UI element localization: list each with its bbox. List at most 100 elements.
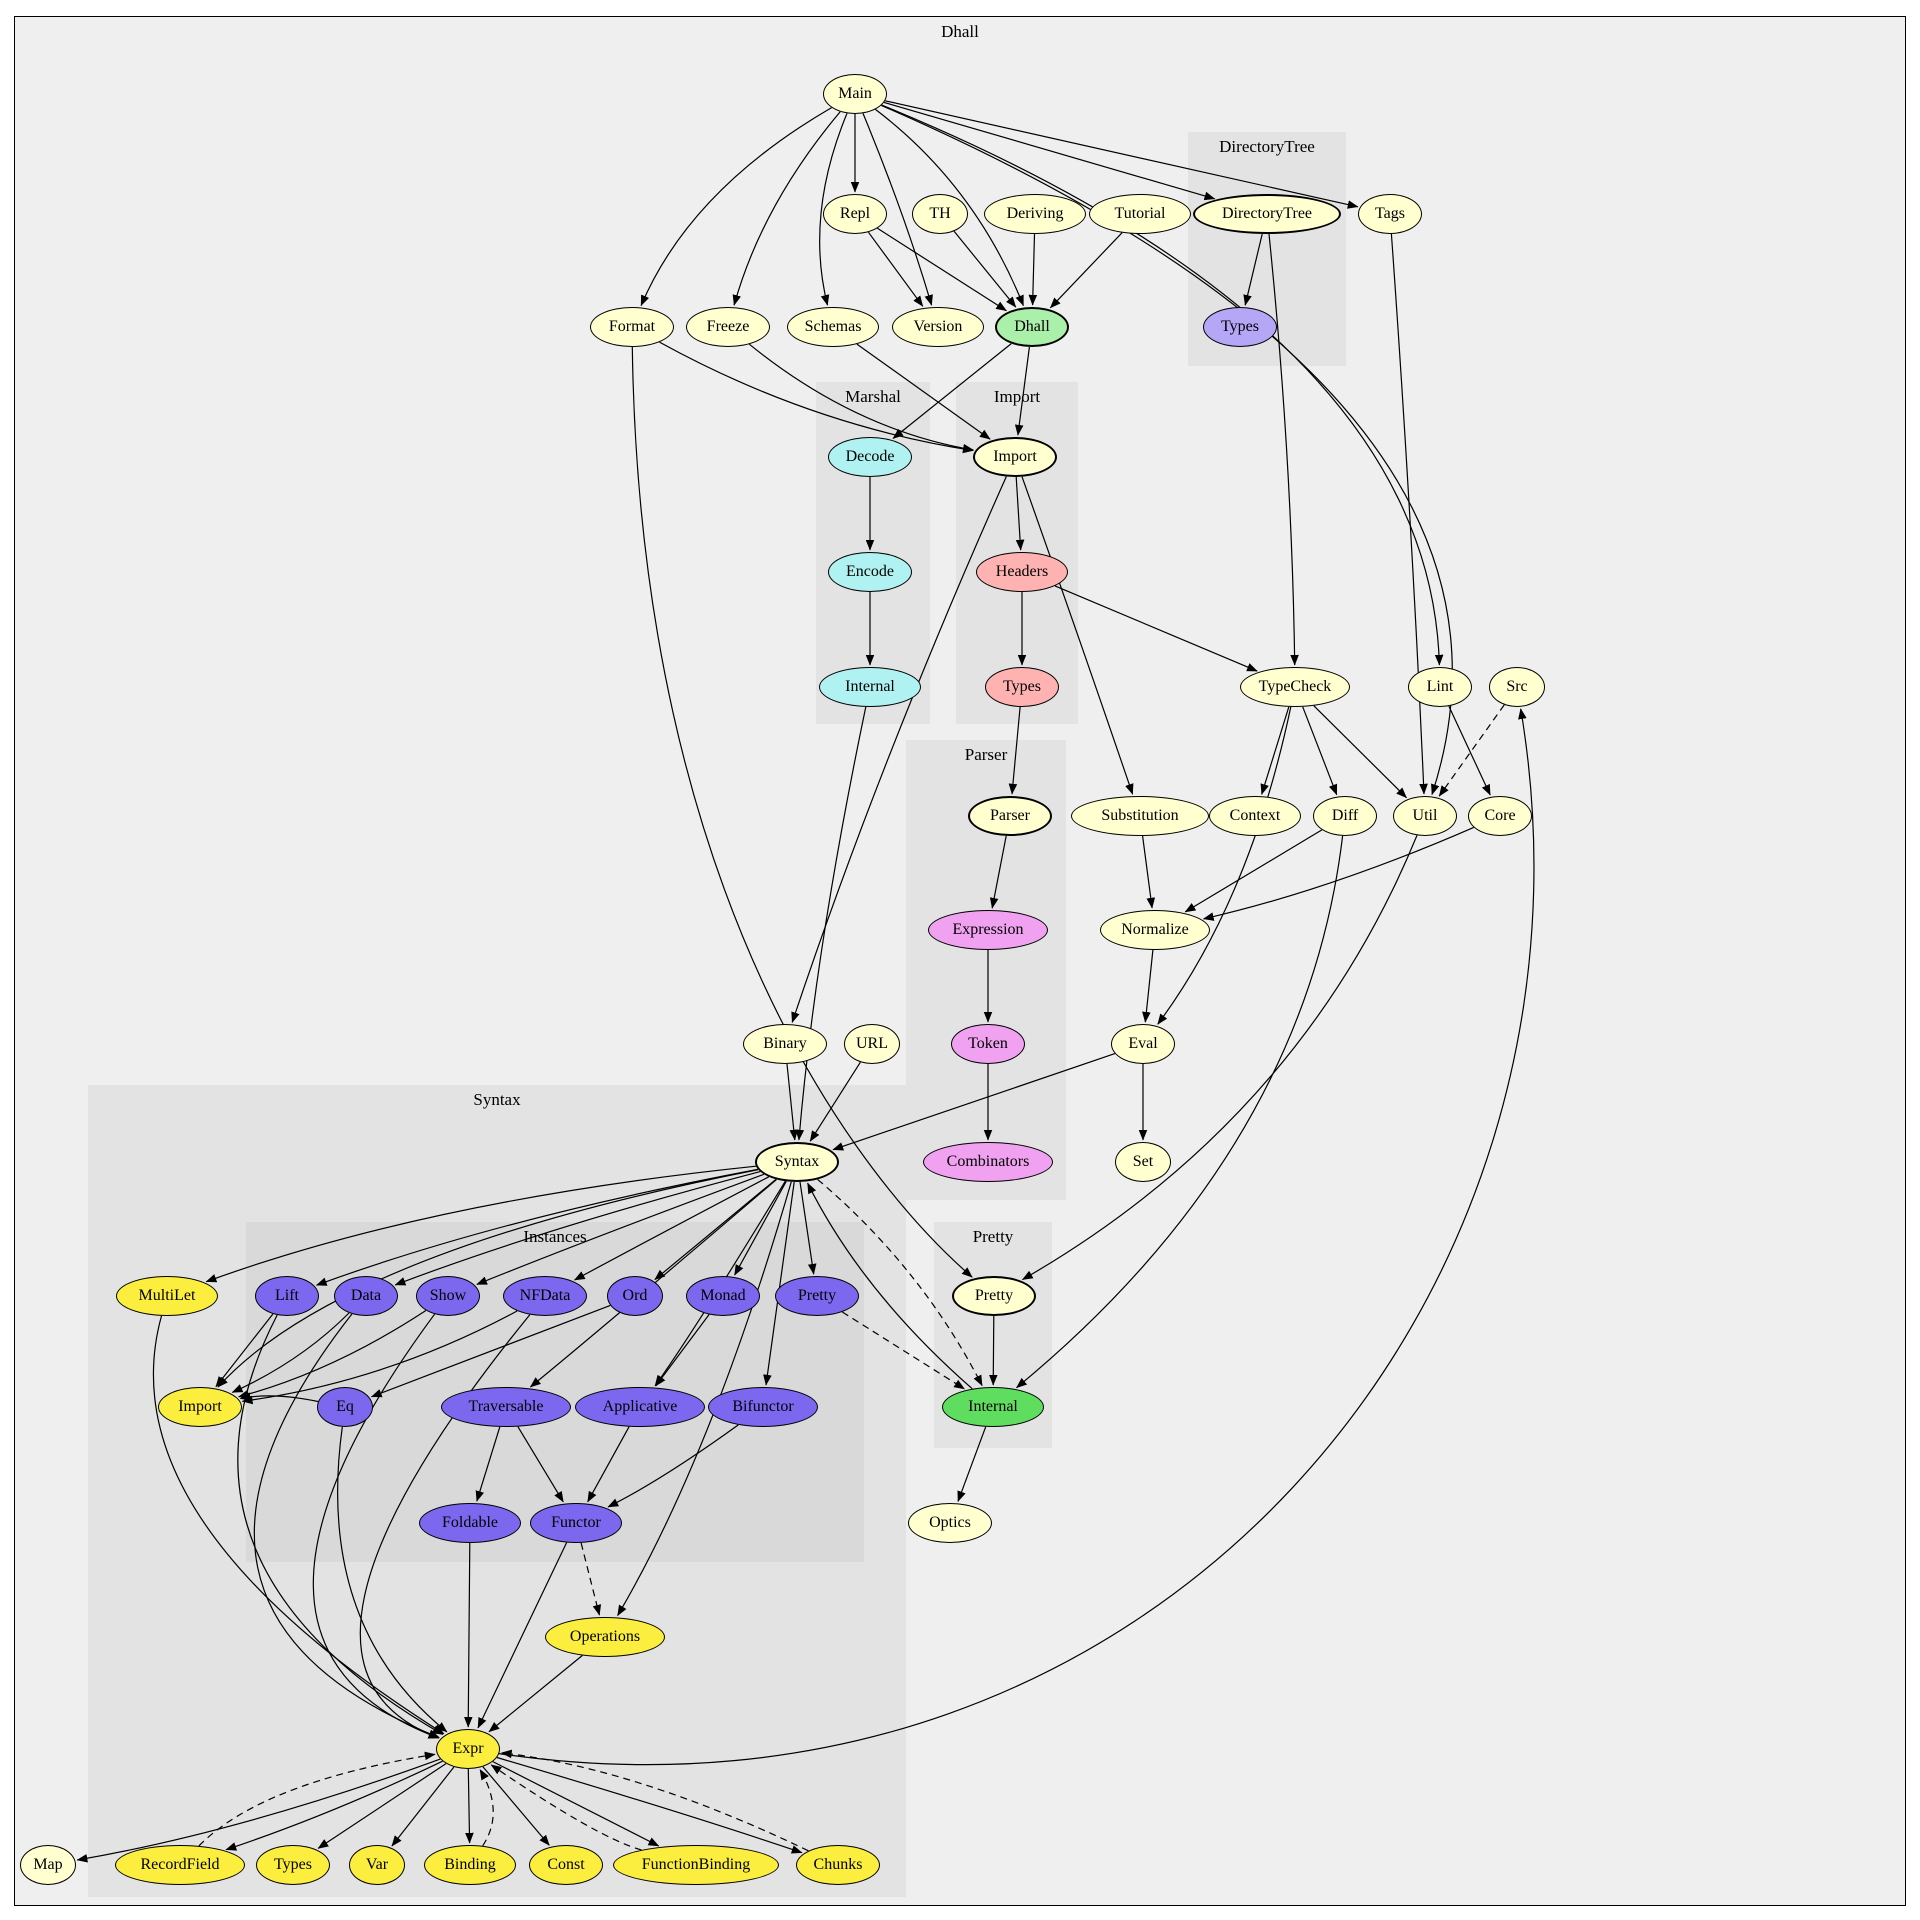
node-Const: Const	[529, 1845, 603, 1885]
node-OrdI: Ord	[607, 1276, 663, 1316]
node-Substitution: Substitution	[1071, 796, 1209, 836]
edge-Expr-Var	[391, 1766, 455, 1847]
node-Expr: Expr	[436, 1729, 500, 1769]
edge-ImportTop-Headers	[1015, 476, 1025, 551]
edge-TypeCheck-Eval	[1157, 706, 1292, 1025]
node-BifunctorI: Bifunctor	[708, 1387, 818, 1427]
edge-Binary-Syntax	[786, 1063, 799, 1141]
edge-InternalP-Syntax	[807, 1182, 973, 1390]
edge-MonadI-ApplicativeI	[655, 1314, 710, 1387]
edge-Freeze-ImportTop	[748, 343, 974, 453]
edge-Normalize-Eval	[1142, 949, 1154, 1023]
cluster-label-marshal: Marshal	[845, 387, 901, 406]
cluster-label-directorytree: DirectoryTree	[1219, 137, 1315, 156]
node-Chunks: Chunks	[796, 1845, 880, 1885]
edge-Syntax-DataI	[394, 1171, 761, 1286]
edge-TypeCheck-Util	[1313, 705, 1407, 799]
edge-URL-Syntax	[809, 1061, 861, 1142]
node-Context: Context	[1209, 796, 1301, 836]
node-EqI: Eq	[317, 1387, 373, 1427]
node-RecordField: RecordField	[115, 1845, 245, 1885]
node-Tutorial: Tutorial	[1089, 194, 1191, 234]
edge-TH-Dhall	[953, 230, 1017, 308]
node-InternalM: Internal	[819, 667, 921, 707]
edge-ApplicativeI-FunctorI	[587, 1426, 630, 1503]
cluster-label-pretty: Pretty	[972, 1227, 1014, 1246]
edge-InternalM-Syntax	[795, 706, 867, 1141]
edge-DirectoryTree-TypesDT	[1243, 233, 1263, 306]
node-Format: Format	[590, 307, 674, 347]
node-PrettyB: Pretty	[952, 1276, 1036, 1316]
node-Parser: Parser	[968, 796, 1052, 836]
node-Dhall: Dhall	[995, 307, 1069, 347]
edge-FunctionBinding-Expr	[490, 1764, 642, 1851]
edge-Diff-Normalize	[1184, 829, 1323, 913]
edge-Syntax-OrdI	[654, 1178, 777, 1281]
cluster-label-dhall: Dhall	[941, 22, 979, 41]
edge-Expr-FunctionBinding	[492, 1761, 660, 1847]
edge-Syntax-MultiLet	[205, 1165, 757, 1283]
node-TypesI: Types	[985, 667, 1059, 707]
edge-TypeCheck-Diff	[1302, 706, 1338, 796]
edge-Substitution-Normalize	[1142, 835, 1156, 909]
node-Decode: Decode	[828, 437, 912, 477]
edge-Main-Freeze	[732, 111, 841, 306]
edge-Chunks-Expr	[500, 1749, 809, 1852]
edge-PrettyI-InternalP	[841, 1311, 965, 1390]
node-Set: Set	[1115, 1142, 1171, 1182]
node-Token: Token	[951, 1024, 1025, 1064]
cluster-label-syntax: Syntax	[473, 1090, 521, 1109]
node-Main: Main	[823, 74, 887, 114]
edge-Expr-RecordField	[225, 1760, 443, 1851]
node-MonadI: Monad	[686, 1276, 760, 1316]
edge-TraversableI-FunctorI	[517, 1426, 564, 1503]
edge-Main-DirectoryTree	[883, 101, 1216, 201]
edge-TraversableI-FoldableI	[475, 1426, 501, 1502]
node-MultiLet: MultiLet	[116, 1276, 218, 1316]
edge-TypesI-Parser	[1008, 706, 1021, 795]
node-TH: TH	[912, 194, 968, 234]
node-Tags: Tags	[1358, 194, 1422, 234]
edge-Syntax-MonadI	[734, 1181, 787, 1276]
edge-Dhall-Decode	[892, 343, 1012, 439]
edge-InternalP-Optics	[957, 1426, 987, 1502]
node-ImportS: Import	[158, 1387, 242, 1427]
node-Syntax: Syntax	[755, 1142, 839, 1182]
edge-Expr-Src	[499, 708, 1535, 1766]
node-Encode: Encode	[828, 552, 912, 592]
node-Binding: Binding	[424, 1845, 516, 1885]
edge-Main-Schemas	[819, 113, 848, 306]
edge-DirectoryTree-TypeCheck	[1268, 233, 1299, 666]
edge-Syntax-LiftI	[315, 1168, 759, 1286]
node-FunctionBinding: FunctionBinding	[613, 1845, 779, 1885]
node-Eval: Eval	[1111, 1024, 1175, 1064]
node-Diff: Diff	[1313, 796, 1377, 836]
node-LiftI: Lift	[255, 1276, 319, 1316]
edge-Tags-Util	[1390, 233, 1428, 795]
edge-TypeCheck-Context	[1260, 706, 1290, 795]
node-Src: Src	[1489, 667, 1545, 707]
node-FunctorI: Functor	[530, 1503, 622, 1543]
node-TypesDT: Types	[1203, 307, 1277, 347]
edge-Syntax-Operations	[617, 1181, 792, 1617]
edge-Main-Tags	[884, 100, 1359, 209]
edge-Deriving-Dhall	[1028, 233, 1038, 306]
edge-Repl-Dhall	[877, 227, 1007, 312]
node-Optics: Optics	[908, 1503, 992, 1543]
edge-EqI-ImportS	[239, 1392, 319, 1403]
node-Binary: Binary	[743, 1024, 827, 1064]
node-TraversableI: Traversable	[441, 1387, 571, 1427]
node-Core: Core	[1468, 796, 1532, 836]
node-Var: Var	[349, 1845, 405, 1885]
edge-Syntax-InternalP	[817, 1178, 983, 1387]
edge-Binding-Expr	[479, 1768, 494, 1847]
node-Freeze: Freeze	[686, 307, 770, 347]
cluster-label-import: Import	[993, 387, 1041, 406]
edge-DataI-ImportS	[231, 1312, 350, 1393]
edge-NFDataI-ImportS	[241, 1310, 518, 1405]
node-TypesS: Types	[256, 1845, 330, 1885]
edge-Syntax-NFDataI	[573, 1176, 770, 1281]
node-Repl: Repl	[823, 194, 887, 234]
node-Util: Util	[1393, 796, 1457, 836]
